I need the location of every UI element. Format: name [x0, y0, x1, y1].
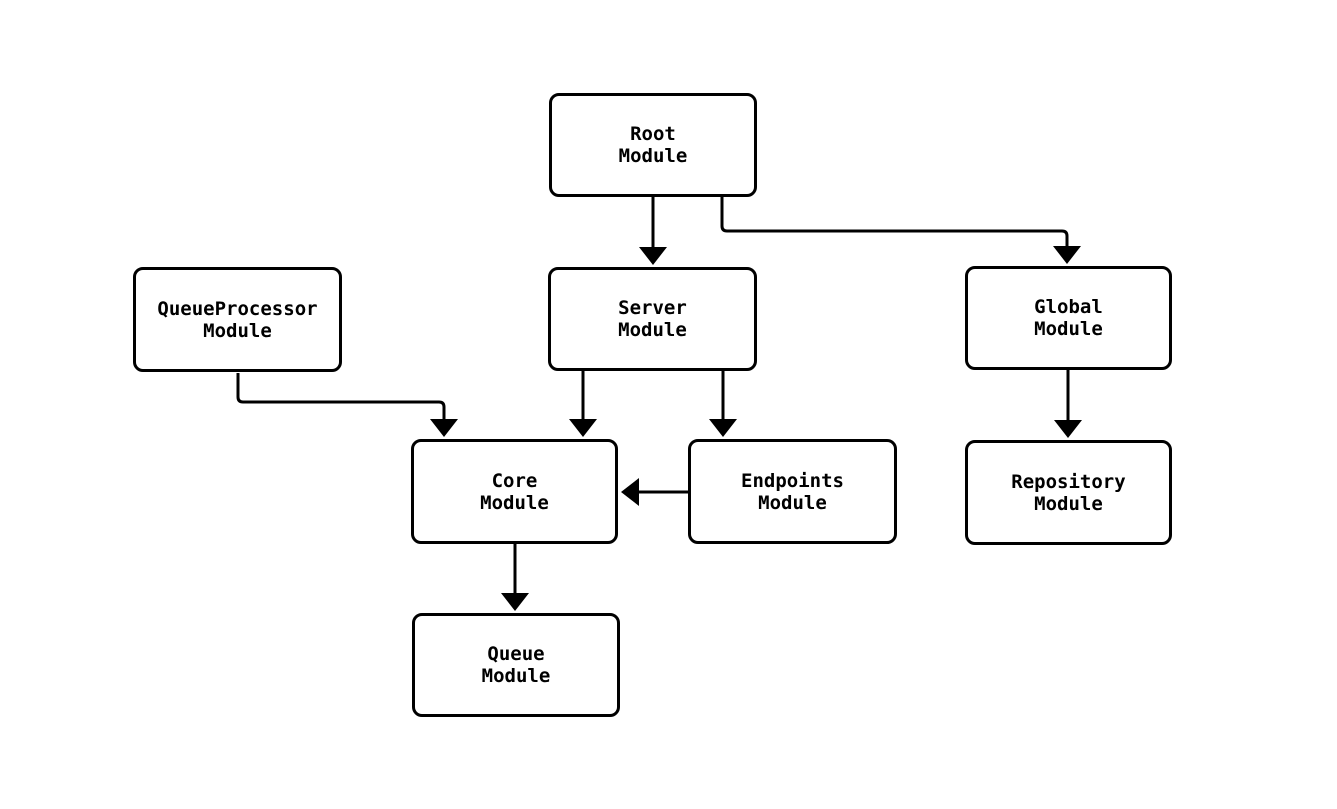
node-root-module: Root Module [549, 93, 757, 197]
node-label-line2: Module [481, 665, 551, 687]
node-queueprocessor-module: QueueProcessor Module [133, 267, 342, 372]
node-label-line2: Module [618, 145, 688, 167]
node-queue-module: Queue Module [412, 613, 620, 717]
edge-root-to-global [720, 197, 1081, 264]
node-label-line1: Repository [1011, 470, 1126, 493]
node-label-line2: Module [480, 491, 549, 514]
node-label-line1: Endpoints [741, 469, 844, 492]
node-label-line2: Module [758, 491, 827, 514]
node-label-line1: Server [618, 297, 687, 319]
node-core-module: Core Module [411, 439, 618, 544]
node-repository-module: Repository Module [965, 440, 1172, 545]
node-label-line1: Core [491, 469, 538, 492]
node-label-line2: Module [1034, 492, 1103, 515]
node-label-line2: Module [618, 319, 687, 341]
node-label-line1: Root [630, 123, 676, 145]
node-label-line1: QueueProcessor [157, 297, 318, 320]
node-label-line1: Queue [487, 643, 545, 665]
node-label-line1: Global [1034, 296, 1103, 318]
node-label-line2: Module [1034, 318, 1103, 340]
node-label-line2: Module [203, 319, 272, 342]
node-server-module: Server Module [548, 267, 757, 371]
edge-queueprocessor-to-core [236, 373, 458, 437]
node-endpoints-module: Endpoints Module [688, 439, 897, 544]
node-global-module: Global Module [965, 266, 1172, 370]
